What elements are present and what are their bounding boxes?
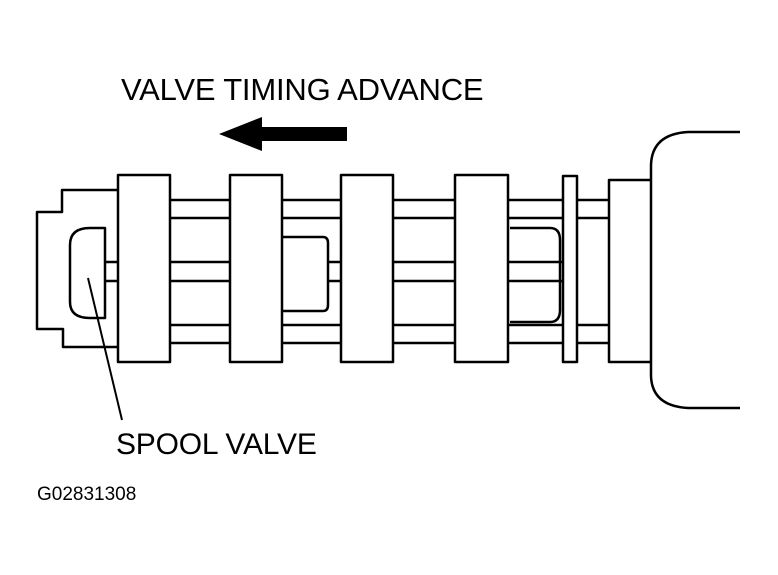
spool-lands [116, 173, 510, 364]
spool-valve [68, 226, 107, 320]
figure-id: G02831308 [37, 484, 137, 505]
valve-ring [561, 174, 579, 364]
spool-valve-label: SPOOL VALVE [116, 428, 317, 461]
valve-end-cap [35, 188, 118, 349]
left-arrow-icon [219, 117, 347, 151]
diagram-title: VALVE TIMING ADVANCE [121, 72, 484, 107]
valve-collar [607, 178, 658, 364]
internal-passage-center [278, 235, 330, 313]
solenoid-body [649, 130, 740, 410]
callout-leader-line [87, 277, 123, 421]
internal-passage-right [510, 226, 562, 324]
